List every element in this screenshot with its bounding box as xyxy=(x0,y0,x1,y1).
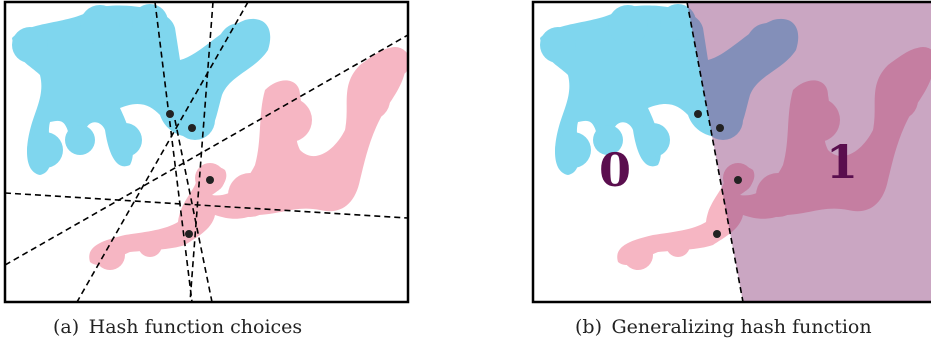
dashed-hyperplane-4 xyxy=(174,119,213,302)
blue-cluster xyxy=(12,4,271,175)
point-marker xyxy=(206,176,214,184)
generalizing-hash-figure: 0 1 xyxy=(531,0,931,304)
frame xyxy=(531,0,931,304)
caption-hash-choices: (a) Hash function choices xyxy=(53,316,303,338)
dashed-hyperplane-3 xyxy=(189,2,214,302)
frame xyxy=(3,0,410,304)
region-label-1: 1 xyxy=(826,135,858,189)
panel-hash-choices xyxy=(0,0,410,305)
dashed-hyperplane-1 xyxy=(154,2,193,302)
dashed-hyperplane xyxy=(686,2,744,302)
region-label-0: 0 xyxy=(599,143,631,197)
point-marker xyxy=(713,230,721,238)
dashed-hyperplane-6 xyxy=(5,34,408,266)
pink-cluster xyxy=(617,47,931,270)
point-marker xyxy=(734,176,742,184)
hash-choices-figure xyxy=(3,0,410,304)
point-marker xyxy=(694,110,702,118)
panel-generalizing-hash: 0 1 xyxy=(531,0,931,305)
point-marker xyxy=(716,124,724,132)
point-marker xyxy=(185,230,193,238)
pink-cluster xyxy=(89,47,408,270)
dashed-hyperplane-5 xyxy=(5,192,408,219)
dashed-hyperplane-2 xyxy=(76,2,249,302)
data-points xyxy=(166,110,214,238)
blue-cluster xyxy=(540,4,799,175)
positive-region xyxy=(687,2,931,302)
point-marker xyxy=(188,124,196,132)
data-points xyxy=(694,110,742,238)
point-marker xyxy=(166,110,174,118)
dashed-hyperplanes xyxy=(5,2,408,302)
caption-generalizing-hash: (b) Generalizing hash function xyxy=(575,316,872,338)
